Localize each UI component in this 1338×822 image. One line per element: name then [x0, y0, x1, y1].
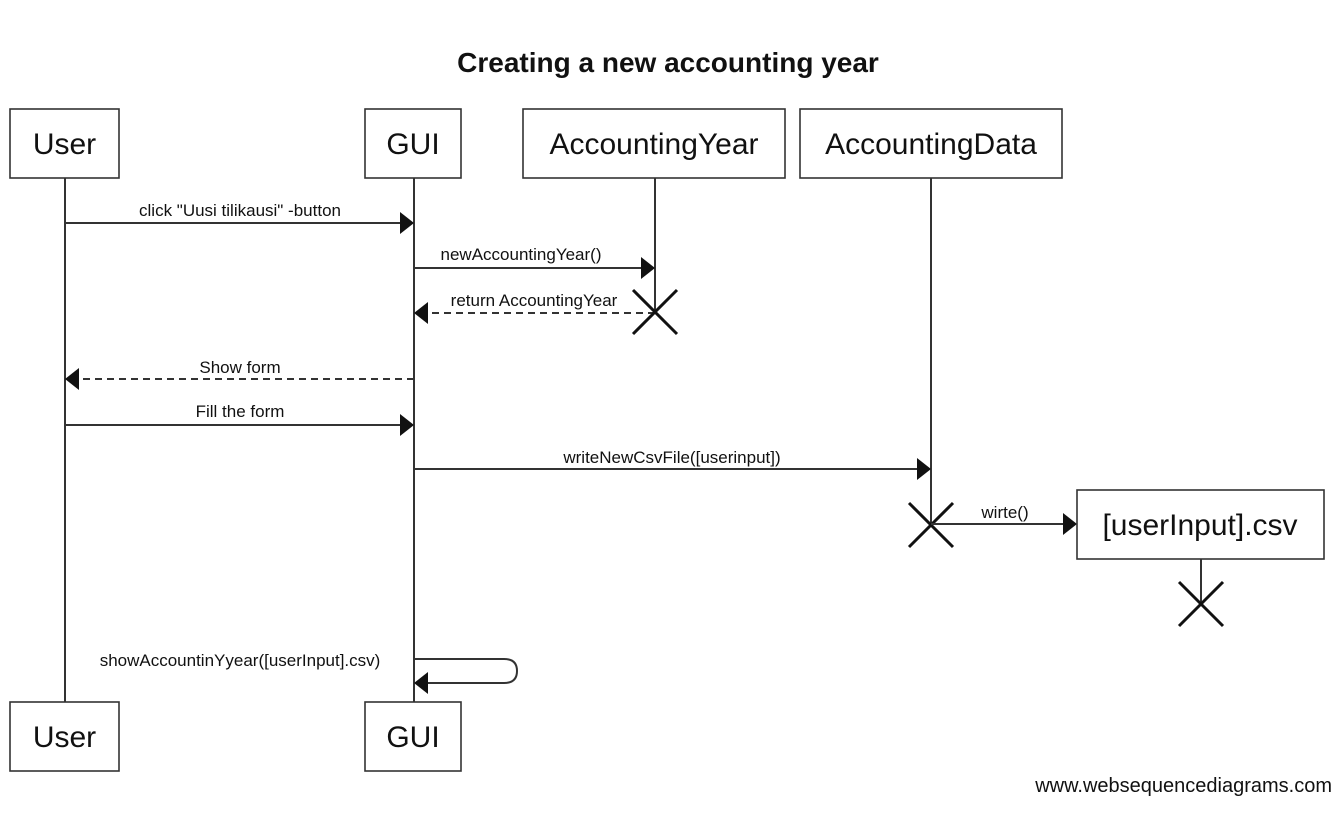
- participant-gui-label: GUI: [386, 128, 439, 161]
- participant-gui-footer-label: GUI: [386, 721, 439, 754]
- message-click-button: click "Uusi tilikausi" -button: [65, 201, 414, 234]
- message-write: wirte(): [931, 503, 1077, 535]
- arrowhead-icon: [400, 414, 414, 436]
- message-show-form: Show form: [65, 358, 414, 390]
- message-write-label: wirte(): [980, 503, 1028, 522]
- message-show-accounting-year: showAccountinYyear([userInput].csv): [100, 651, 519, 694]
- watermark-text: www.websequencediagrams.com: [1034, 775, 1332, 797]
- message-return-accounting-year-label: return AccountingYear: [451, 291, 618, 310]
- message-new-accounting-year-label: newAccountingYear(): [441, 245, 602, 264]
- arrowhead-icon: [400, 212, 414, 234]
- message-fill-form: Fill the form: [65, 402, 414, 436]
- participant-gui: GUI: [364, 108, 462, 179]
- participant-gui-footer: GUI: [364, 701, 462, 772]
- arrowhead-icon: [917, 458, 931, 480]
- arrowhead-icon: [1063, 513, 1077, 535]
- message-new-accounting-year: newAccountingYear(): [414, 245, 655, 279]
- participant-accounting-year-label: AccountingYear: [549, 128, 758, 161]
- participant-accounting-data-label: AccountingData: [825, 128, 1037, 161]
- message-fill-form-label: Fill the form: [196, 402, 285, 421]
- participant-user-footer: User: [9, 701, 120, 772]
- participant-csv-file: [userInput].csv: [1076, 489, 1325, 560]
- message-return-accounting-year: return AccountingYear: [414, 291, 655, 324]
- participant-user: User: [9, 108, 120, 179]
- destroy-csv-file-icon: [1177, 580, 1225, 628]
- participant-csv-file-label: [userInput].csv: [1102, 509, 1297, 542]
- arrowhead-icon: [641, 257, 655, 279]
- diagram-title: Creating a new accounting year: [457, 47, 879, 78]
- participant-user-footer-label: User: [33, 721, 96, 754]
- participant-user-label: User: [33, 128, 96, 161]
- message-write-new-csv-file: writeNewCsvFile([userinput]): [414, 448, 931, 480]
- message-show-form-label: Show form: [199, 358, 280, 377]
- arrowhead-icon: [414, 302, 428, 324]
- destroy-accounting-year-icon: [631, 288, 679, 336]
- message-show-accounting-year-label: showAccountinYyear([userInput].csv): [100, 651, 381, 670]
- arrowhead-icon: [65, 368, 79, 390]
- arrowhead-icon: [414, 672, 428, 694]
- message-click-button-label: click "Uusi tilikausi" -button: [139, 201, 341, 220]
- message-write-new-csv-file-label: writeNewCsvFile([userinput]): [562, 448, 780, 467]
- participant-accounting-data: AccountingData: [799, 108, 1063, 179]
- participant-accounting-year: AccountingYear: [522, 108, 786, 179]
